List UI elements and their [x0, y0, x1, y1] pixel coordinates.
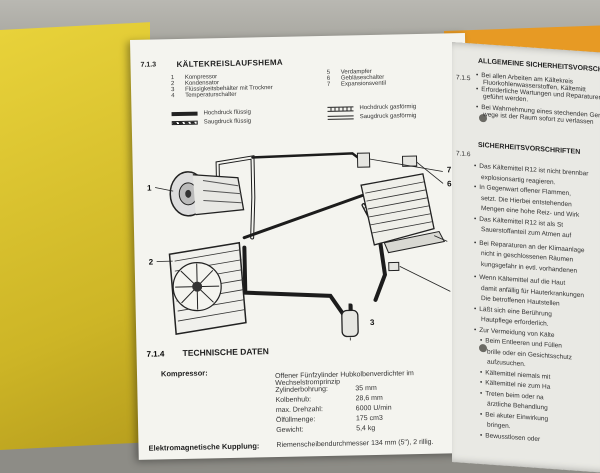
paragraph-block: Das Kältemittel R12 ist nicht brennbar e…: [474, 162, 588, 449]
callout-1: 1: [147, 184, 152, 193]
pipe-suction: [243, 190, 379, 238]
line-sample-icon: [172, 112, 198, 117]
temperature-switch-part: [389, 262, 399, 270]
compressor-part: [170, 171, 244, 217]
section-number: 7.1.4: [146, 349, 164, 358]
kompressor-label: Kompressor:: [161, 368, 208, 378]
section-title: TECHNISCHE DATEN: [182, 346, 268, 358]
line-sample-icon: [172, 121, 198, 126]
section-number: 7.1.3: [140, 61, 156, 68]
callout-2: 2: [149, 258, 154, 267]
receiver-dryer-part: [342, 303, 359, 336]
spec-list: Zylinderbohrung:35 mm Kolbenhub:28,6 mm …: [275, 385, 392, 437]
evaporator-part: [361, 173, 445, 253]
yellow-folder: [0, 22, 150, 450]
pipe-liquid-high: [244, 245, 351, 327]
section-title: SICHERHEITSVORSCHRIFTEN: [478, 142, 580, 156]
refrigerant-circuit-diagram: [132, 123, 471, 345]
condenser-part: [169, 243, 246, 335]
legend-label: Hochdruck gasförmig: [359, 104, 416, 111]
paragraph-block: Bei allen Arbeiten am Kältekreis Fluorko…: [476, 72, 600, 128]
section-title: KÄLTEKREISLAUFSHEMA: [176, 58, 283, 69]
line-legend-liquid: Hochdruck flüssig Saugdruck flüssig: [171, 109, 251, 126]
legend-label: Hochdruck flüssig: [203, 109, 250, 116]
legend-label: Saugdruck gasförmig: [360, 113, 417, 120]
spec-row: Gewicht:5,4 kg: [276, 425, 392, 437]
legend-label: Saugdruck flüssig: [204, 118, 251, 125]
kupplung-label: Elektromagnetische Kupplung:: [148, 441, 259, 452]
expansion-valve-part: [357, 153, 369, 167]
section-title: ALLGEMEINE SICHERHEITSVORSCHRI: [478, 58, 600, 74]
pipe-suction-gas: [252, 153, 367, 167]
callout-3: 3: [370, 318, 375, 327]
line-legend-gas: Hochdruck gasförmig Saugdruck gasförmig: [327, 104, 416, 121]
kupplung-description: Riemenscheibendurchmesser 134 mm (5"), 2…: [276, 439, 433, 449]
section-number: 7.1.6: [456, 150, 470, 158]
section-number: 7.1.5: [456, 74, 470, 82]
manual-page-right: 7.1.5 ALLGEMEINE SICHERHEITSVORSCHRI Bei…: [452, 42, 600, 473]
line-sample-icon: [327, 106, 353, 112]
callout-6: 6: [447, 179, 452, 188]
line-sample-icon: [328, 115, 354, 120]
callout-7: 7: [447, 165, 452, 174]
